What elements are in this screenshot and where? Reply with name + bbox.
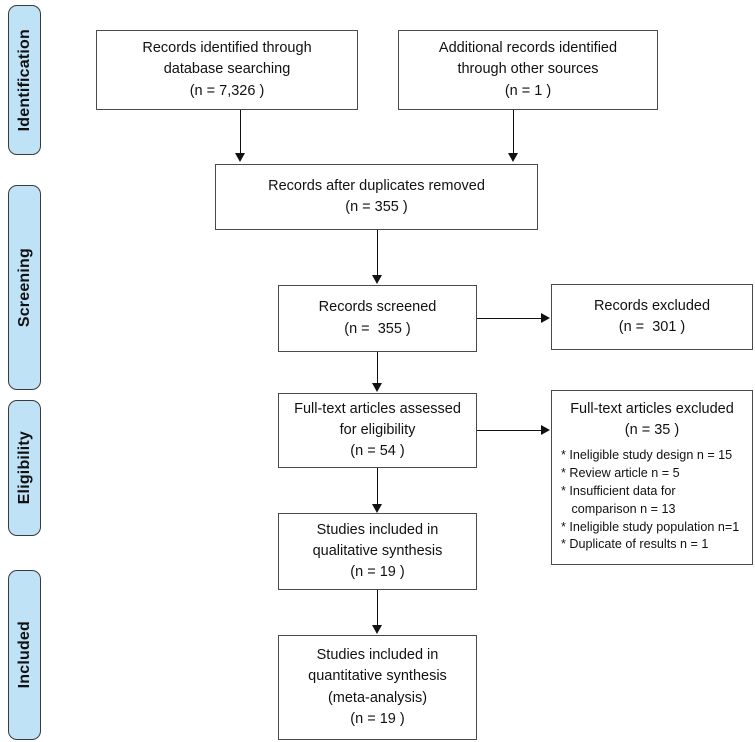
exclusion-reason-item: * Ineligible study design n = 15	[561, 448, 733, 463]
connector-other-sources-to-duplicates	[513, 110, 514, 155]
box-line: database searching	[163, 61, 291, 78]
stage-label-screening: Screening	[15, 247, 33, 328]
arrowhead-duplicates-to-screened	[372, 275, 382, 284]
arrowhead-qualitative-to-quantitative	[372, 625, 382, 634]
box-line: (n = 355 )	[345, 199, 408, 215]
box-line: through other sources	[457, 61, 599, 78]
box-line: Additional records identified	[438, 40, 618, 57]
box-line: (meta-analysis)	[327, 689, 428, 706]
stage-pill-included: Included	[8, 570, 41, 740]
connector-duplicates-to-screened	[377, 230, 378, 277]
box-line: Records excluded	[593, 297, 711, 314]
exclusion-reason-item: * Ineligible study population n=1	[561, 519, 740, 534]
box-line: for eligibility	[339, 421, 416, 438]
arrowhead-screened-to-excluded	[541, 313, 550, 323]
connector-fulltext-to-excluded	[477, 430, 542, 431]
box-records-screened: Records screened (n = 355 )	[278, 285, 477, 352]
connector-fulltext-to-qualitative	[377, 468, 378, 505]
box-studies-quantitative-synthesis: Studies included in quantitative synthes…	[278, 635, 477, 740]
arrowhead-screened-to-fulltext	[372, 383, 382, 392]
box-line: (n = 19 )	[350, 564, 405, 580]
exclusion-reasons-list: * Ineligible study design n = 15 * Revie…	[561, 447, 743, 554]
stage-pill-eligibility: Eligibility	[8, 400, 41, 536]
box-line: (n = 35 )	[624, 422, 680, 439]
arrowhead-fulltext-to-excluded	[541, 425, 550, 435]
box-line: (n = 54 )	[350, 443, 405, 459]
box-line: (n = 1 )	[504, 82, 552, 99]
stage-label-included: Included	[15, 621, 33, 689]
box-additional-records-other-sources: Additional records identified through ot…	[398, 30, 658, 110]
box-records-excluded: Records excluded (n = 301 )	[551, 284, 753, 350]
box-line: Full-text articles assessed	[294, 400, 461, 417]
stage-label-identification: Identification	[15, 28, 33, 132]
connector-screened-to-fulltext	[377, 352, 378, 384]
connector-qualitative-to-quantitative	[377, 590, 378, 626]
box-line: Studies included in	[316, 647, 439, 664]
stage-label-eligibility: Eligibility	[15, 431, 33, 505]
box-line: qualitative synthesis	[312, 542, 443, 559]
connector-db-search-to-duplicates	[240, 110, 241, 155]
box-studies-qualitative-synthesis: Studies included in qualitative synthesi…	[278, 513, 477, 590]
exclusion-reason-item: * Review article n = 5	[561, 465, 680, 480]
box-line: quantitative synthesis	[308, 668, 447, 685]
exclusion-reason-item: * Insufficient data for comparison n = 1…	[561, 483, 676, 516]
box-records-identified-database: Records identified through database sear…	[96, 30, 358, 110]
box-line: (n = 7,326 )	[189, 82, 265, 99]
box-line: Records after duplicates removed	[268, 177, 485, 194]
box-fulltext-articles-excluded: Full-text articles excluded (n = 35 ) * …	[551, 390, 753, 565]
box-line: (n = 301 )	[618, 319, 686, 335]
box-line: Records screened	[318, 299, 437, 316]
box-line: Records identified through	[142, 40, 312, 57]
box-line: Full-text articles excluded	[570, 401, 734, 417]
box-line: (n = 355 )	[344, 320, 411, 337]
box-records-after-duplicates-removed: Records after duplicates removed (n = 35…	[215, 164, 538, 230]
connector-screened-to-excluded	[477, 318, 542, 319]
arrowhead-other-sources-to-duplicates	[508, 153, 518, 162]
stage-pill-screening: Screening	[8, 185, 41, 390]
box-line: (n = 19 )	[350, 710, 405, 727]
exclusion-reason-item: * Duplicate of results n = 1	[561, 537, 709, 552]
box-line: Studies included in	[316, 521, 439, 538]
box-fulltext-articles-assessed: Full-text articles assessed for eligibil…	[278, 393, 477, 468]
stage-pill-identification: Identification	[8, 5, 41, 155]
arrowhead-fulltext-to-qualitative	[372, 504, 382, 513]
arrowhead-db-search-to-duplicates	[235, 153, 245, 162]
